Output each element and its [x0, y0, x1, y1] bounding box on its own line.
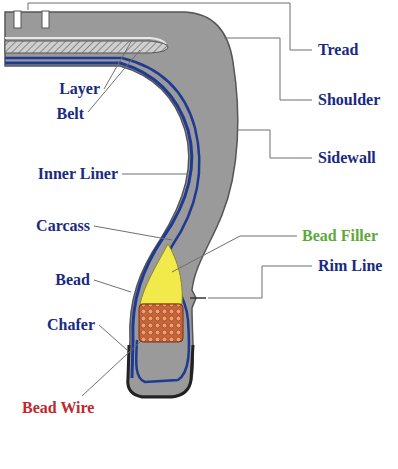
leader-line: [99, 325, 127, 350]
part-label: Rim Line: [318, 257, 382, 275]
part-label: Layer: [59, 80, 100, 98]
leader-line: [122, 174, 188, 175]
part-label: Sidewall: [318, 149, 376, 167]
leader-line: [224, 38, 312, 100]
part-label: Tread: [318, 41, 358, 59]
leader-line: [238, 130, 312, 158]
carcass-ply: [5, 58, 199, 382]
bead-wire-bundle: [139, 304, 183, 342]
chafer-strip: [128, 345, 193, 397]
inner-liner: [5, 63, 192, 378]
part-label: Carcass: [36, 217, 90, 235]
part-label: Belt: [56, 105, 84, 123]
part-label: Bead: [55, 271, 90, 289]
tire-body: [5, 12, 238, 396]
tread-groove: [42, 11, 49, 28]
part-label: Shoulder: [318, 91, 380, 109]
part-label: Chafer: [47, 316, 95, 334]
leader-line: [94, 226, 172, 240]
leader-line: [82, 342, 140, 396]
leader-line: [172, 236, 297, 272]
tread-groove: [14, 11, 21, 28]
bead-filler: [140, 244, 182, 304]
rim-line-mark: [190, 297, 206, 299]
part-label: Bead Filler: [302, 227, 378, 245]
belt-band: [5, 41, 168, 53]
leader-lines: [28, 3, 312, 396]
part-label: Inner Liner: [38, 165, 118, 183]
part-label: Bead Wire: [22, 399, 94, 417]
leader-line: [208, 266, 312, 298]
leader-line: [28, 3, 312, 50]
leader-line: [94, 280, 131, 292]
